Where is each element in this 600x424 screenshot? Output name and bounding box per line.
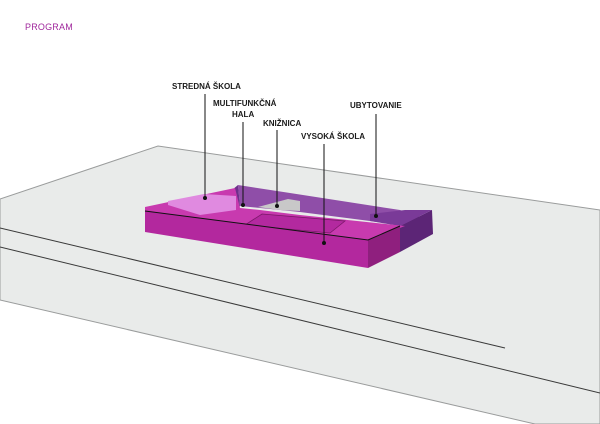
magenta-front	[145, 211, 368, 268]
road-line-1	[0, 227, 506, 349]
kniznica-void	[258, 199, 300, 211]
label-multifunkcna-line1: MULTIFUNKČNÁ	[213, 99, 277, 108]
road-line-2	[0, 246, 600, 394]
label-multifunkcna-line2: HALA	[232, 110, 254, 119]
label-kniznica: KNIŽNICA	[263, 119, 301, 128]
violet-side	[400, 210, 433, 252]
edge-line	[144, 210, 401, 241]
dot-vysoka-skola	[322, 241, 326, 245]
building-massing	[144, 185, 433, 268]
leaders	[203, 94, 378, 245]
dot-kniznica	[275, 204, 279, 208]
vysoka-skola-recess	[243, 213, 347, 234]
stredna-skola-void	[168, 194, 236, 215]
ground-plane	[0, 145, 600, 424]
dot-ubytovanie	[374, 214, 378, 218]
page-title: PROGRAM	[25, 22, 73, 32]
dot-multifunkcna-hala	[241, 203, 245, 207]
label-stredna-skola: STREDNÁ ŠKOLA	[172, 82, 241, 91]
dot-stredna-skola	[203, 196, 207, 200]
label-vysoka-skola: VYSOKÁ ŠKOLA	[301, 132, 365, 141]
violet-side-top	[370, 210, 432, 226]
label-ubytovanie: UBYTOVANIE	[350, 101, 402, 110]
